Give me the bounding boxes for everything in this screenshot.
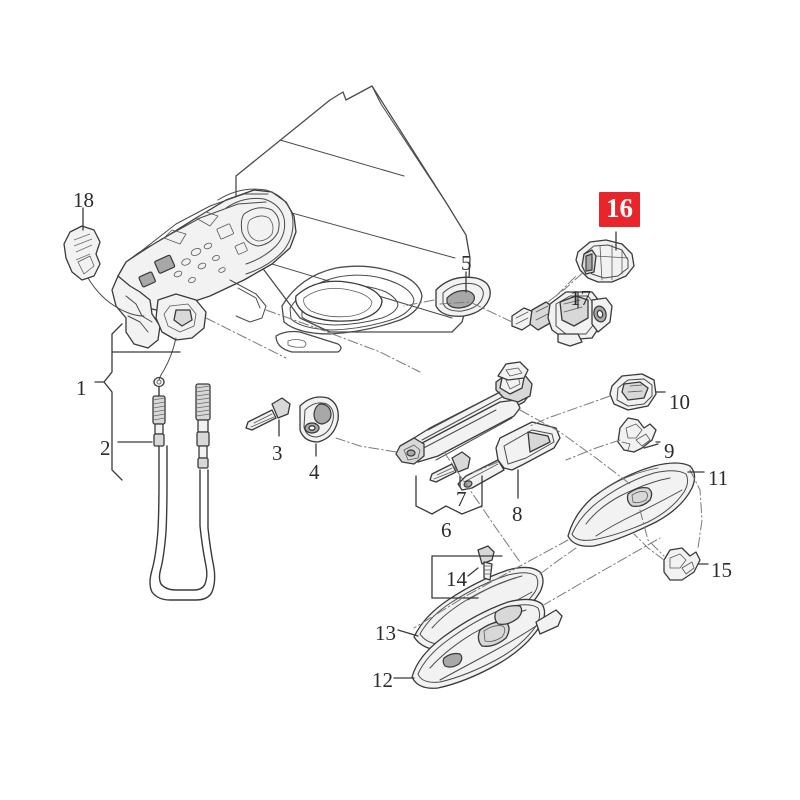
callout-13: 13 — [375, 621, 396, 645]
lock-seal-plate-part — [299, 396, 339, 443]
callout-7: 7 — [456, 487, 467, 511]
callout-16: 16 — [599, 192, 640, 227]
operating-lever-part — [457, 421, 561, 491]
callout-1: 1 — [76, 376, 87, 400]
retaining-bracket-part — [617, 417, 657, 453]
callout-3: 3 — [272, 441, 283, 465]
callout-5: 5 — [461, 251, 472, 275]
door-latch-assembly — [111, 188, 297, 349]
handle-clip-part — [663, 547, 701, 581]
bolt-part-3 — [245, 397, 291, 431]
lock-cylinder-cover-part — [609, 373, 657, 411]
callout-8: 8 — [512, 502, 523, 526]
handle-shell-lower-part — [411, 598, 563, 689]
callout-14: 14 — [446, 567, 467, 591]
handle-recess-gasket-part — [435, 276, 491, 317]
callout-6: 6 — [441, 518, 452, 542]
callout-leader-lines — [82, 207, 709, 679]
bowden-cable-part — [87, 277, 216, 601]
callout-9: 9 — [664, 439, 675, 463]
callout-4: 4 — [309, 460, 320, 484]
outer-door-handle-part — [567, 462, 696, 547]
carrier-bolt-part — [429, 451, 471, 483]
callout-10: 10 — [669, 390, 690, 414]
shell-screw-part — [477, 545, 495, 581]
lock-cylinder-cap-part — [575, 239, 635, 283]
handle-carrier-bracket — [395, 361, 533, 465]
cable-grommet-part — [63, 225, 101, 281]
callout-15: 15 — [711, 558, 732, 582]
lock-cylinder-part — [511, 291, 613, 347]
callout-12: 12 — [372, 668, 393, 692]
callout-17: 17 — [570, 286, 591, 310]
callout-18: 18 — [73, 188, 94, 212]
callout-2: 2 — [100, 436, 111, 460]
callout-11: 11 — [708, 466, 729, 490]
door-handle-recess — [275, 265, 423, 353]
assembly-reference-lines — [205, 267, 703, 629]
